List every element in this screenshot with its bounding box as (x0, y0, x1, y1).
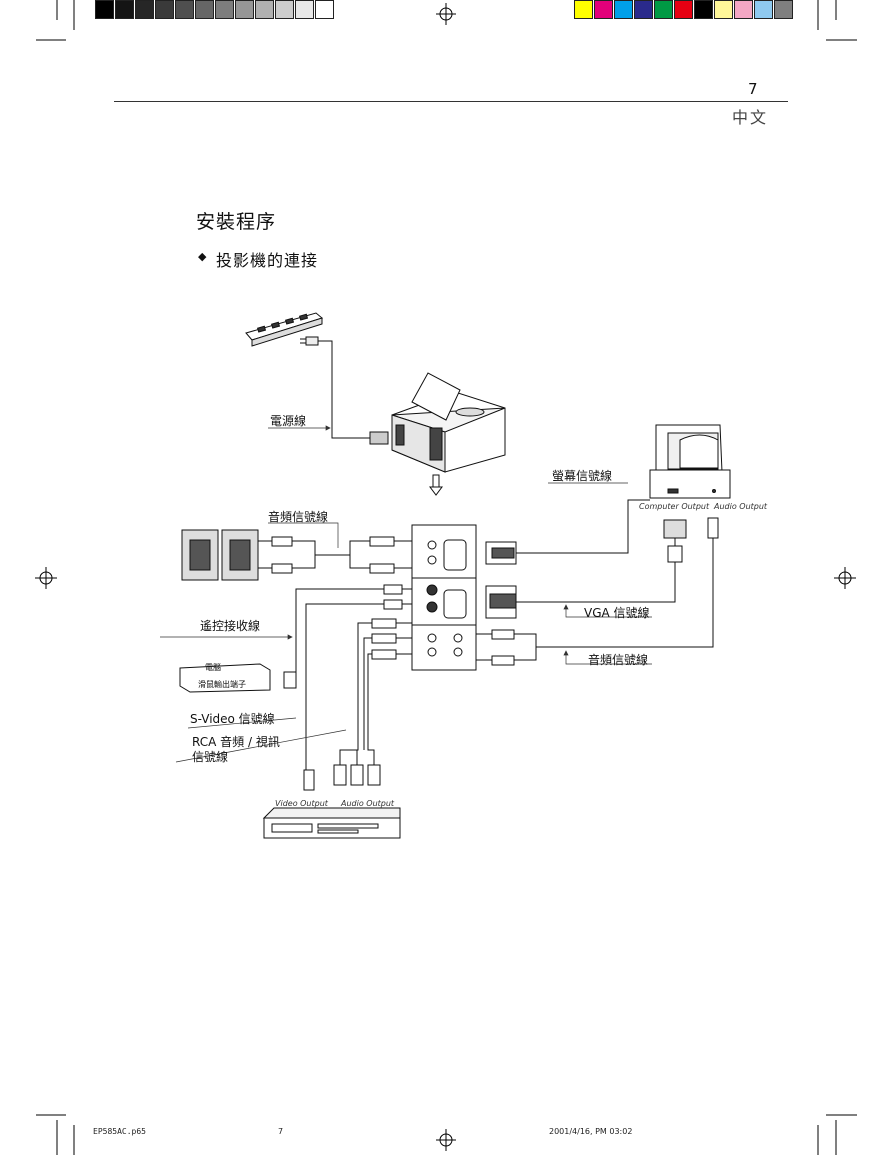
label-audio-output-vcr: Audio Output (341, 799, 395, 808)
color-swatch-cyan (614, 0, 633, 19)
color-swatch-light-blue (754, 0, 773, 19)
footer-page-number: 7 (278, 1127, 284, 1136)
power-plug (300, 336, 370, 439)
color-swatch-yellow (574, 0, 593, 19)
gray-swatch-8 (235, 0, 254, 19)
label-rca-cable-line2: 信號線 (192, 750, 229, 764)
section-title: 安裝程序 (196, 211, 277, 233)
label-leaders (160, 425, 652, 763)
label-audio-cable-right: 音頻信號線 (588, 653, 649, 667)
language-label: 中文 (732, 108, 769, 127)
color-swatch-pink (734, 0, 753, 19)
label-vga-cable: VGA 信號線 (584, 606, 650, 620)
speakers (181, 529, 259, 581)
color-swatch-magenta (594, 0, 613, 19)
color-swatch-black (694, 0, 713, 19)
vcr-output-plugs (303, 764, 381, 791)
label-audio-cable-top: 音頻信號線 (268, 510, 329, 524)
color-swatch-green (654, 0, 673, 19)
svideo-rca-plugs (371, 584, 403, 660)
label-audio-output-pc: Audio Output (714, 502, 768, 511)
footer-date: 2001/4/16, PM 03:02 (549, 1127, 633, 1136)
color-swatch-gray (774, 0, 793, 19)
rca-plugs-audio-right (491, 629, 515, 666)
gray-swatch-3 (135, 0, 154, 19)
label-rca-cable-line1: RCA 音頻 / 視訊 (192, 735, 280, 749)
color-swatch-red (674, 0, 693, 19)
registration-mark-right (834, 567, 856, 589)
projector (369, 372, 506, 473)
gray-swatch-9 (255, 0, 274, 19)
gray-swatch-7 (215, 0, 234, 19)
gray-swatch-5 (175, 0, 194, 19)
diamond-bullet-icon: ◆ (198, 250, 207, 263)
label-computer-port: 滑鼠輸出端子 (198, 680, 246, 689)
label-svideo-cable: S-Video 信號線 (190, 712, 275, 726)
label-computer-box: 電腦 (205, 663, 221, 672)
registration-mark-bottom (436, 1129, 456, 1151)
vcr-player (262, 807, 401, 839)
gray-swatch-11 (295, 0, 314, 19)
footer-file-name: EP585AC.p65 (93, 1127, 146, 1136)
gray-swatch-4 (155, 0, 174, 19)
color-swatch-navy (634, 0, 653, 19)
monitor (649, 424, 731, 499)
gray-swatch-2 (115, 0, 134, 19)
label-computer-output: Computer Output (639, 502, 710, 511)
page-number: 7 (748, 80, 758, 98)
audio-output-connector (707, 517, 719, 539)
label-remote-receiver: 遙控接收線 (200, 619, 261, 633)
power-strip (245, 312, 324, 347)
projector-rear-panel (411, 524, 477, 671)
vga-connector-monitor (485, 541, 517, 565)
color-swatch-light-yellow (714, 0, 733, 19)
gray-swatch-1 (95, 0, 114, 19)
label-video-output: Video Output (275, 799, 328, 808)
registration-mark-top (436, 3, 456, 25)
vga-connector-computer (485, 585, 517, 619)
section-subtitle: 投影機的連接 (216, 251, 319, 270)
gray-swatch-12 (315, 0, 334, 19)
gray-swatch-6 (195, 0, 214, 19)
registration-mark-left (35, 567, 57, 589)
gray-swatch-10 (275, 0, 294, 19)
label-monitor-cable: 螢幕信號線 (552, 469, 613, 483)
computer-box (179, 663, 297, 693)
label-power-cable: 電源線 (270, 414, 307, 428)
cables (258, 499, 714, 770)
down-arrow-icon (429, 474, 443, 496)
computer-output-connector (663, 519, 687, 563)
header-rule (114, 101, 788, 102)
